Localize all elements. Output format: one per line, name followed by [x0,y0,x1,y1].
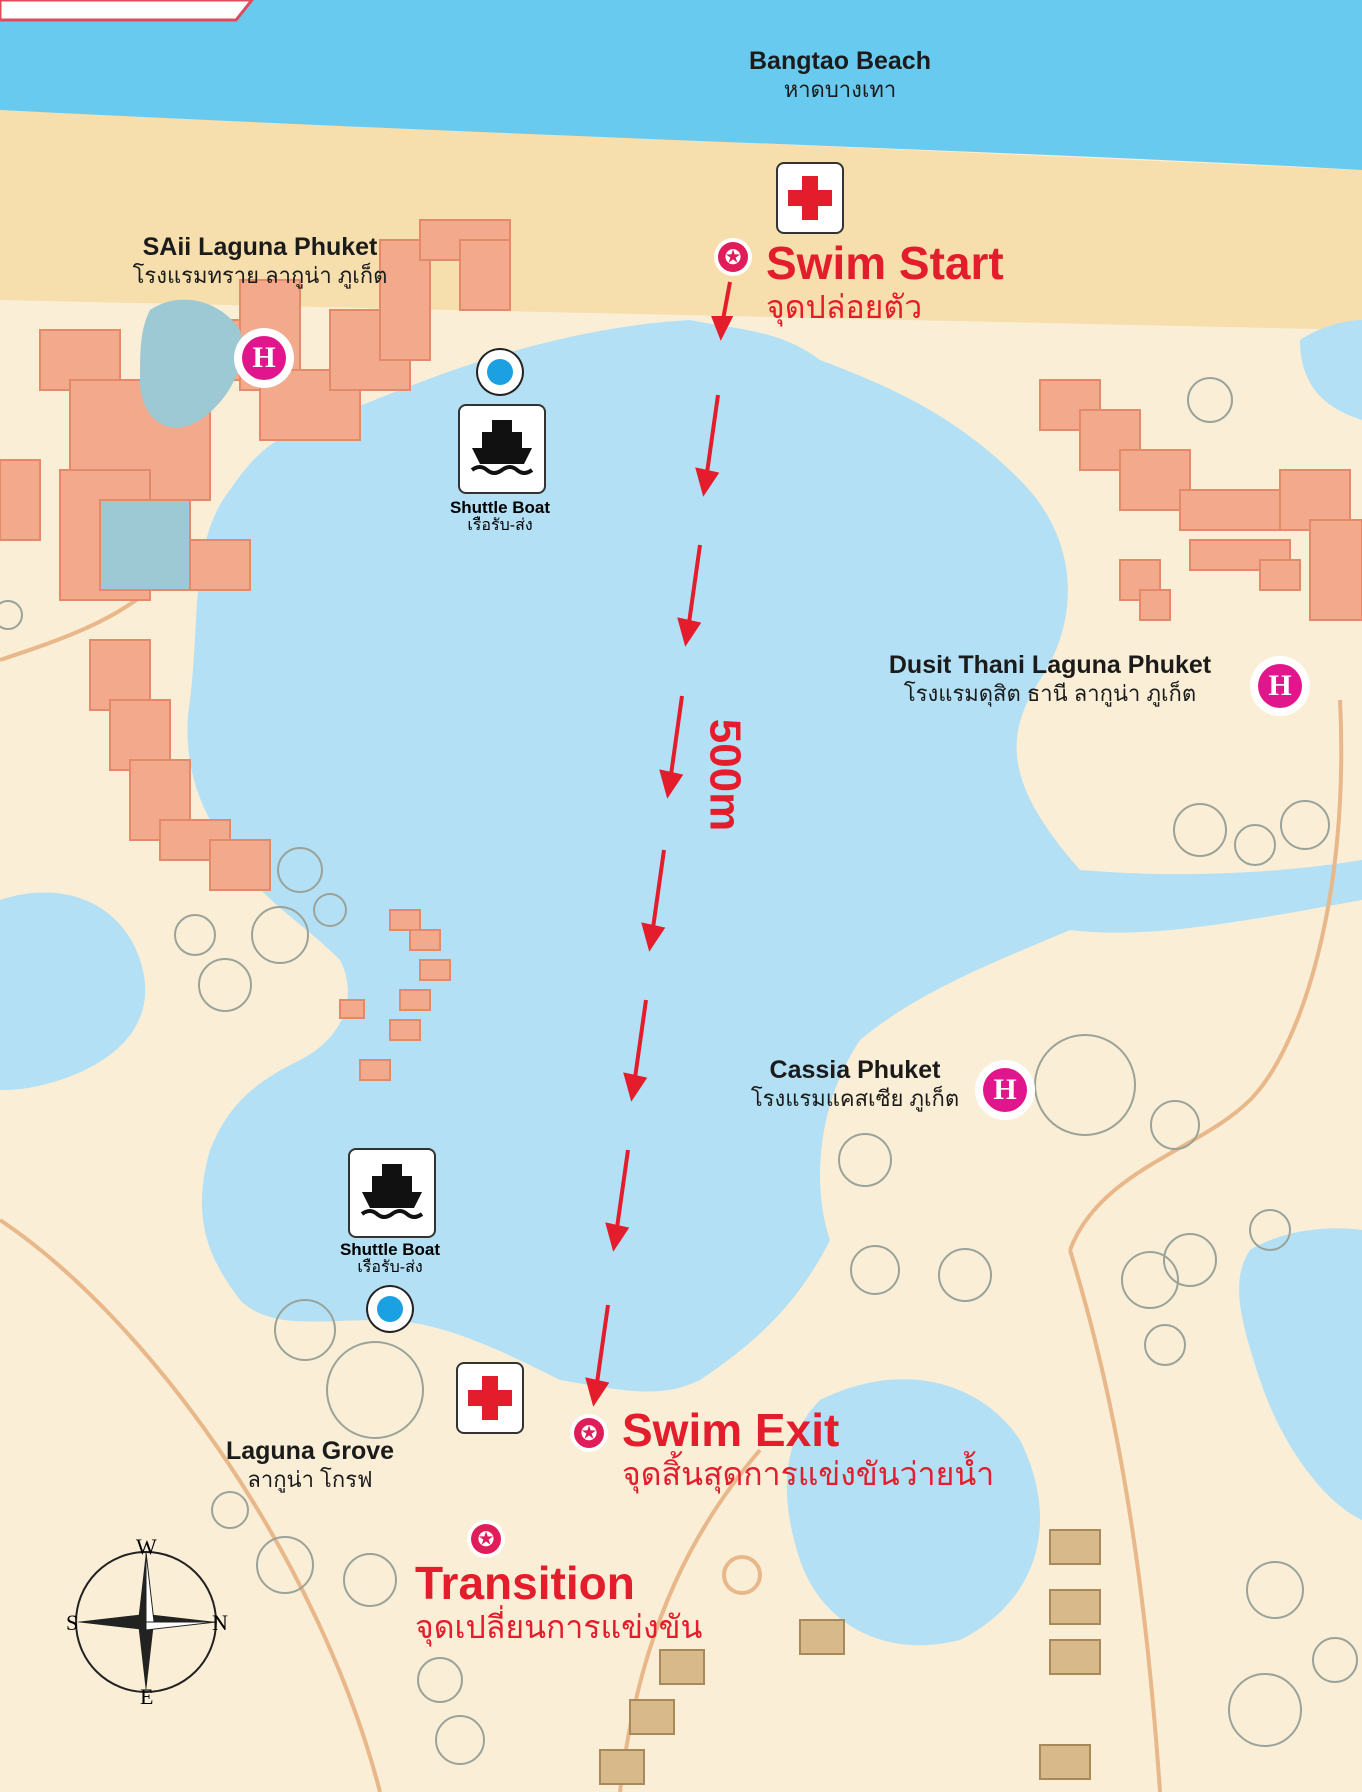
transition-en: Transition [415,1557,635,1609]
first-aid-icon [776,162,844,234]
pier-icon [476,348,524,396]
dusit-buildings [1039,379,1362,621]
dusit-name-en: Dusit Thani Laguna Phuket [888,651,1212,679]
shuttle-boat-en: Shuttle Boat [449,498,551,517]
compass-south: S [66,1610,79,1635]
shuttle-boat-label: Shuttle Boat เรือรับ-ส่ง [430,498,570,535]
beach-name-th: หาดบางเทา [783,77,897,102]
beach-sand [0,110,1362,330]
swim-route [585,281,734,1407]
compass-rose-icon: W E S N [62,1534,230,1709]
saii-label: SAii Laguna Phuket โรงแรมทราย ลากูน่า ภู… [120,232,400,290]
saii-name-en: SAii Laguna Phuket [142,233,378,261]
compass-west: W [136,1534,157,1559]
swim-exit-en: Swim Exit [622,1404,840,1456]
compass-north: N [212,1610,228,1635]
grove-name-th: ลากูน่า โกรฟ [247,1467,373,1492]
distance-label: 500m [700,718,750,832]
swim-start-th: จุดปล่อยตัว [766,289,923,325]
transition-marker-icon: ✪ [467,1520,505,1558]
beach-label: Bangtao Beach หาดบางเทา [700,46,980,104]
swim-start-marker-icon: ✪ [714,238,752,276]
transition-th: จุดเปลี่ยนการแข่งขัน [415,1609,703,1645]
trees [0,377,1358,1765]
swim-start-en: Swim Start [766,237,1004,289]
shuttle-boat-th: เรือรับ-ส่ง [467,517,533,534]
dusit-name-th: โรงแรมดุสิต ธานี ลากูน่า ภูเก็ต [903,681,1197,706]
shuttle-boat-th: เรือรับ-ส่ง [357,1259,423,1276]
lagoon [187,320,1362,1392]
dusit-hotel-icon: H [1250,656,1310,716]
cassia-hotel-icon: H [975,1060,1035,1120]
swim-exit-label: Swim Exit จุดสิ้นสุดการแข่งขันว่ายน้ำ [622,1405,994,1493]
dusit-label: Dusit Thani Laguna Phuket โรงแรมดุสิต ธา… [880,650,1220,708]
cassia-label: Cassia Phuket โรงแรมแคสเซีย ภูเก็ต [740,1055,970,1113]
corner-decoration [0,0,254,22]
first-aid-icon [456,1362,524,1434]
compass-east: E [140,1684,154,1709]
shuttle-boat-en: Shuttle Boat [339,1240,441,1259]
transition-label: Transition จุดเปลี่ยนการแข่งขัน [415,1558,702,1646]
saii-name-th: โรงแรมทราย ลากูน่า ภูเก็ต [132,263,388,288]
swim-start-label: Swim Start จุดปล่อยตัว [766,238,1004,326]
cassia-name-en: Cassia Phuket [769,1056,941,1084]
beach-name-en: Bangtao Beach [749,47,931,75]
sea [0,0,1362,170]
shuttle-boat-icon [348,1148,436,1238]
swim-exit-th: จุดสิ้นสุดการแข่งขันว่ายน้ำ [622,1456,995,1492]
cassia-name-th: โรงแรมแคสเซีย ภูเก็ต [750,1086,960,1111]
grove-name-en: Laguna Grove [225,1437,395,1465]
grove-label: Laguna Grove ลากูน่า โกรฟ [210,1436,410,1494]
shuttle-boat-label: Shuttle Boat เรือรับ-ส่ง [320,1240,460,1277]
saii-hotel-icon: H [234,328,294,388]
swim-exit-marker-icon: ✪ [570,1414,608,1452]
shuttle-boat-icon [458,404,546,494]
pier-icon [366,1285,414,1333]
